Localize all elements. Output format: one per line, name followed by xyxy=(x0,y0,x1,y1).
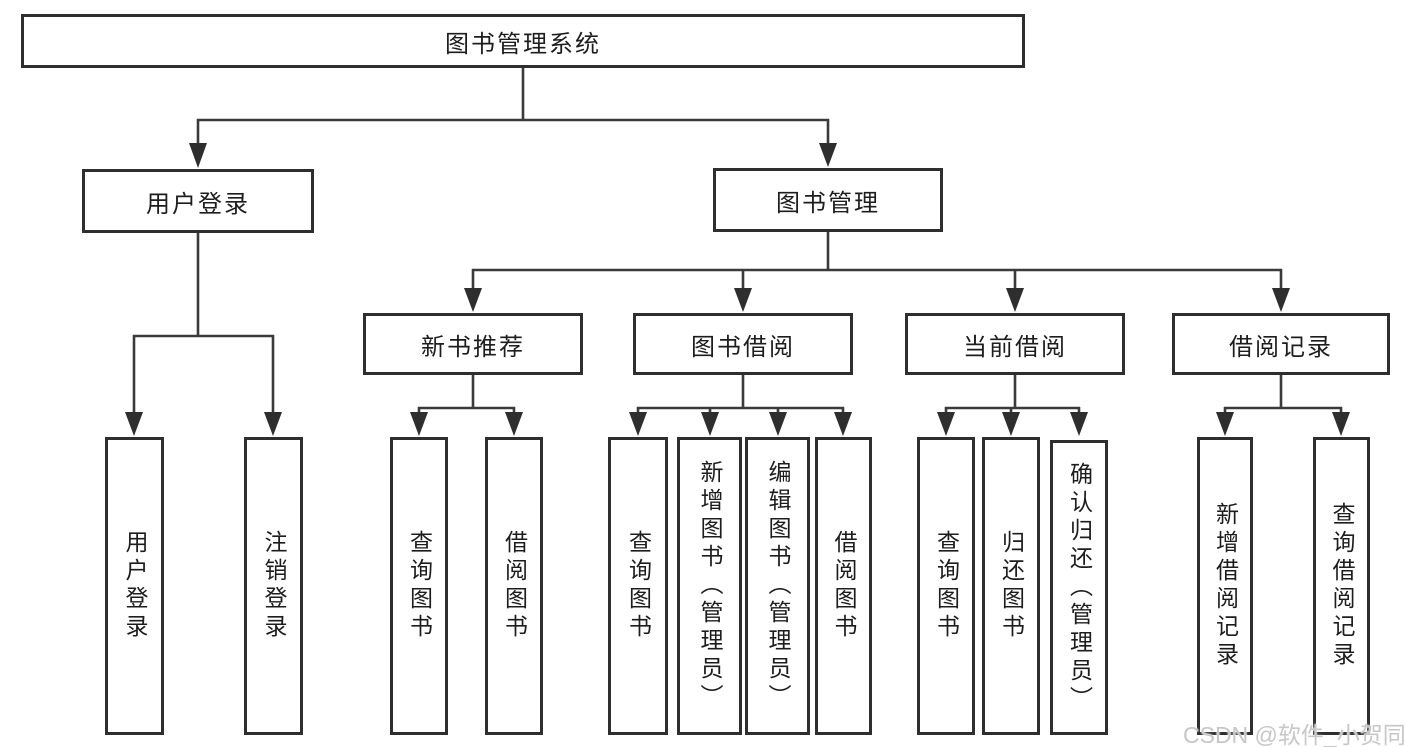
node-leaf-borrow-books-1: 借阅图书 xyxy=(485,437,543,735)
node-leaf-borrow-books-2: 借阅图书 xyxy=(815,437,872,735)
node-leaf-add-books-admin: 新增图书（管理员） xyxy=(677,437,742,735)
node-leaf-confirm-return-admin: 确认归还（管理员） xyxy=(1050,440,1108,735)
node-leaf-return-books: 归还图书 xyxy=(982,437,1040,735)
node-leaf-add-borrow-record: 新增借阅记录 xyxy=(1197,437,1253,735)
node-leaf-query-books-1: 查询图书 xyxy=(390,437,448,735)
csdn-watermark: CSDN @软件_小贺同学 xyxy=(1183,722,1405,747)
node-book-management-branch: 图书管理 xyxy=(713,168,943,232)
node-book-borrowing: 图书借阅 xyxy=(633,313,853,375)
node-leaf-query-books-2: 查询图书 xyxy=(608,437,668,735)
node-user-login-branch: 用户登录 xyxy=(82,169,314,233)
node-leaf-user-login: 用户登录 xyxy=(105,437,164,735)
arrowheads xyxy=(125,143,1350,436)
node-leaf-query-borrow-record: 查询借阅记录 xyxy=(1313,437,1370,735)
node-leaf-logout: 注销登录 xyxy=(244,437,303,735)
node-library-management-system: 图书管理系统 xyxy=(21,14,1025,68)
node-leaf-edit-books-admin: 编辑图书（管理员） xyxy=(745,437,810,735)
node-leaf-query-books-3: 查询图书 xyxy=(917,437,975,735)
node-new-book-recommend: 新书推荐 xyxy=(363,313,583,375)
node-borrow-records: 借阅记录 xyxy=(1172,313,1390,375)
node-current-borrowing: 当前借阅 xyxy=(905,313,1125,375)
